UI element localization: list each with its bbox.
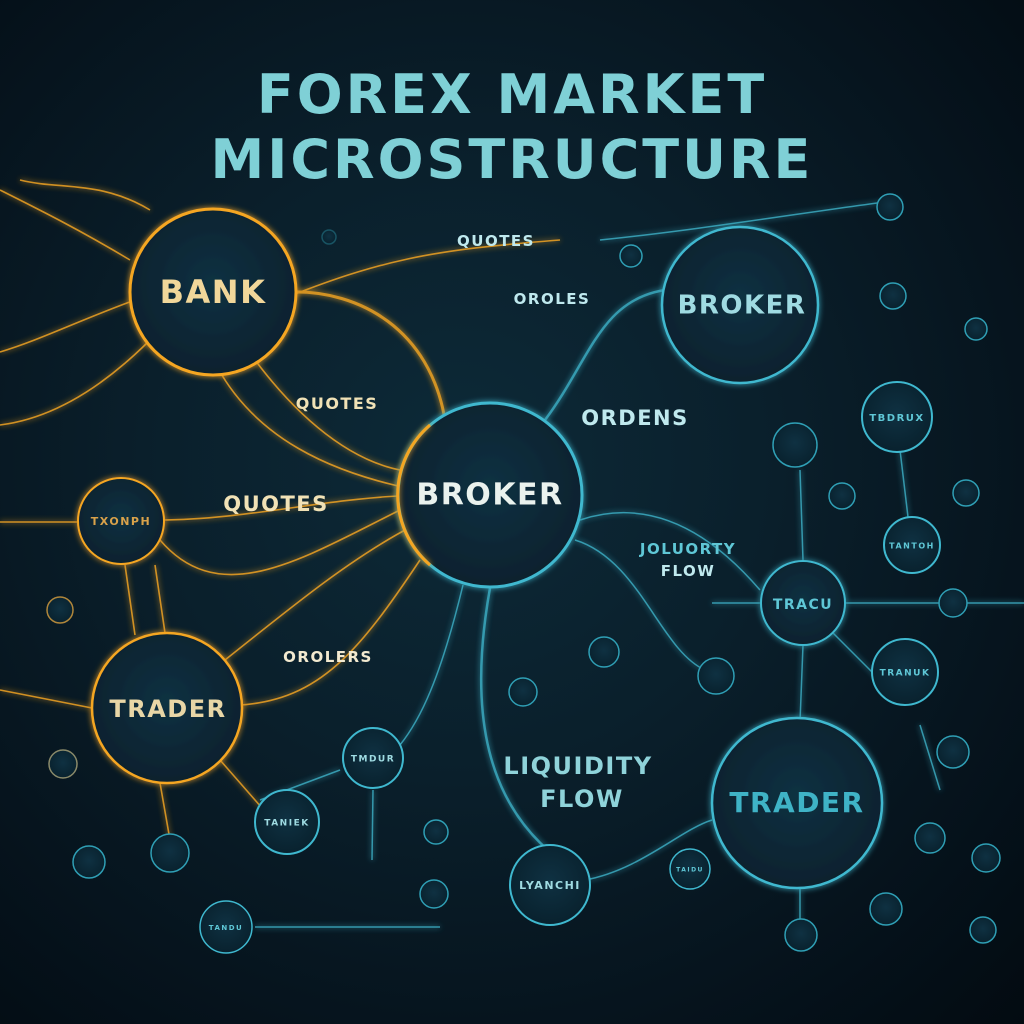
node-broker-top-label: BROKER xyxy=(678,291,807,321)
node-dot xyxy=(784,918,818,952)
edge-label-orolers: OROLERS xyxy=(283,648,373,666)
title-line-2: MICROSTRUCTURE xyxy=(211,128,814,191)
node-trader-left-label: TRADER xyxy=(109,695,226,723)
edge-label-ordens: ORDENS xyxy=(581,406,689,430)
node-dot xyxy=(588,636,620,668)
node-broker-center[interactable]: BROKER xyxy=(396,401,584,589)
node-tantoh-label: TANTOH xyxy=(889,542,935,551)
node-taniek[interactable]: TANIEK xyxy=(254,789,320,855)
node-dot xyxy=(952,479,980,507)
edge-label-liquidity-flow: FLOW xyxy=(540,785,624,813)
edge-label-quotes-mid: QUOTES xyxy=(296,394,379,413)
node-taidu-label: TAIDU xyxy=(676,867,704,874)
node-broker-top[interactable]: BROKER xyxy=(660,225,820,385)
node-tantoh[interactable]: TANTOH xyxy=(883,516,941,574)
node-taidu[interactable]: TAIDU xyxy=(669,848,711,890)
node-dot xyxy=(619,244,643,268)
gold-edges xyxy=(0,179,561,841)
node-dot xyxy=(508,677,538,707)
node-tracu[interactable]: TRACU xyxy=(760,560,846,646)
node-tandu[interactable]: TANDU xyxy=(199,900,253,954)
node-trader-right-label: TRADER xyxy=(729,786,864,819)
node-dot xyxy=(869,892,903,926)
node-dot xyxy=(46,596,74,624)
node-trader-right[interactable]: TRADER xyxy=(710,716,884,890)
edge-label-joluorty: JOLUORTY xyxy=(639,540,736,558)
node-tmdur-label: TMDUR xyxy=(351,755,395,765)
title: FOREX MARKET MICROSTRUCTURE xyxy=(211,63,814,191)
node-dot xyxy=(150,833,190,873)
node-taniek-label: TANIEK xyxy=(264,819,309,829)
node-dot xyxy=(72,845,106,879)
node-dot xyxy=(423,819,449,845)
node-dot xyxy=(936,735,970,769)
node-txonph[interactable]: TXONPH xyxy=(77,477,165,565)
node-broker-center-label: BROKER xyxy=(416,478,563,513)
small-dots xyxy=(46,193,1001,952)
node-dot xyxy=(48,749,78,779)
node-dot xyxy=(938,588,968,618)
node-dot xyxy=(772,422,818,468)
node-tandu-label: TANDU xyxy=(209,924,244,932)
node-bank[interactable]: BANK xyxy=(128,207,298,377)
node-tranuk-label: TRANUK xyxy=(880,669,931,679)
node-bank-label: BANK xyxy=(160,273,267,311)
node-dot xyxy=(971,843,1001,873)
edge-label-liquidity: LIQUIDITY xyxy=(503,752,652,780)
edge-label-oroles: OROLES xyxy=(514,290,591,308)
edge-labels: QUOTES OROLES QUOTES QUOTES ORDENS JOLUO… xyxy=(223,232,736,813)
node-tbdrux-label: TBDRUX xyxy=(869,413,924,424)
node-txonph-label: TXONPH xyxy=(91,515,151,528)
node-dot xyxy=(969,916,997,944)
node-tbdrux[interactable]: TBDRUX xyxy=(861,381,933,453)
edge-label-joluorty-flow: FLOW xyxy=(661,562,716,580)
node-tranuk[interactable]: TRANUK xyxy=(871,638,939,706)
node-dot xyxy=(964,317,988,341)
node-trader-left[interactable]: TRADER xyxy=(90,631,244,785)
node-dot xyxy=(828,482,856,510)
node-lyanchi-label: LYANCHI xyxy=(519,879,581,892)
title-line-1: FOREX MARKET xyxy=(257,63,767,126)
node-tracu-label: TRACU xyxy=(773,597,833,613)
node-dot xyxy=(697,657,735,695)
edge-label-quotes-top: QUOTES xyxy=(457,232,535,250)
node-dot xyxy=(914,822,946,854)
node-dot xyxy=(419,879,449,909)
node-dot xyxy=(321,229,337,245)
node-tmdur[interactable]: TMDUR xyxy=(342,727,404,789)
node-lyanchi[interactable]: LYANCHI xyxy=(509,844,591,926)
node-dot xyxy=(879,282,907,310)
node-dot xyxy=(876,193,904,221)
edge-label-quotes-left: QUOTES xyxy=(223,492,329,516)
